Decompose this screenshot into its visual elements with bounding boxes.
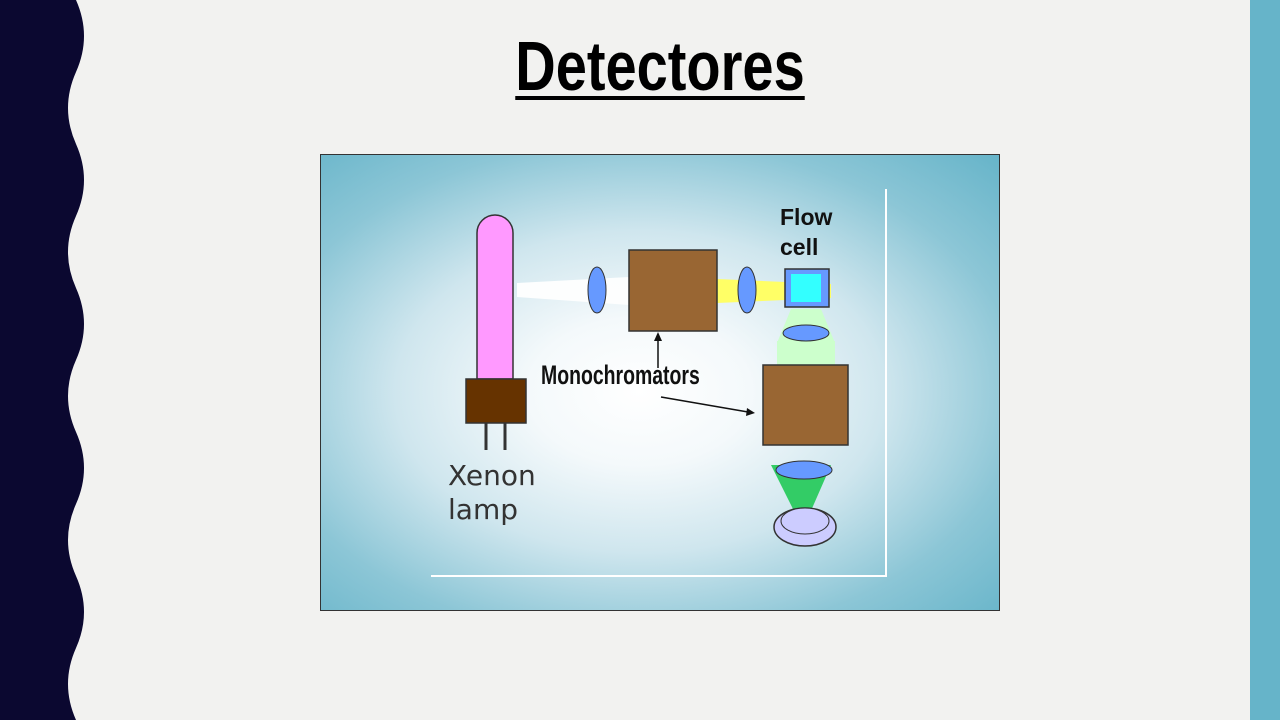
slide-title: Detectores <box>515 27 805 105</box>
monochromator-excitation <box>628 249 718 332</box>
xenon-lamp-label: Xenon lamp <box>448 459 536 527</box>
lamp-base <box>465 378 527 424</box>
flow-cell-label-line1: Flow <box>780 204 833 230</box>
right-accent-band <box>1250 0 1280 720</box>
lens-3 <box>782 324 830 342</box>
white-light-beam <box>517 277 629 305</box>
lens-2 <box>737 266 757 314</box>
detector-top <box>780 507 830 535</box>
arrow-to-emission-monochromator <box>660 396 749 413</box>
xenon-lamp-label-line1: Xenon <box>448 459 536 492</box>
lens-4 <box>775 460 833 480</box>
diagram-drawing <box>431 189 887 577</box>
monochromator-emission <box>762 364 849 446</box>
flow-cell-core <box>791 274 821 302</box>
lamp-tube <box>476 214 514 380</box>
wave-shape <box>0 0 84 720</box>
arrowhead-up <box>654 332 662 341</box>
filtered-beam <box>771 465 831 529</box>
xenon-lamp-label-line2: lamp <box>448 493 518 526</box>
fluorescence-detector-diagram: Flow cell Monochromators Xenon lamp <box>320 154 1000 611</box>
lens-1 <box>587 266 607 314</box>
flow-cell-label: Flow cell <box>780 202 832 262</box>
emission-beam-lower <box>777 341 835 365</box>
flow-cell-label-line2: cell <box>780 234 819 260</box>
left-wave-band <box>0 0 84 720</box>
monochromators-label: Monochromators <box>541 360 700 390</box>
arrowhead-right <box>746 408 755 416</box>
